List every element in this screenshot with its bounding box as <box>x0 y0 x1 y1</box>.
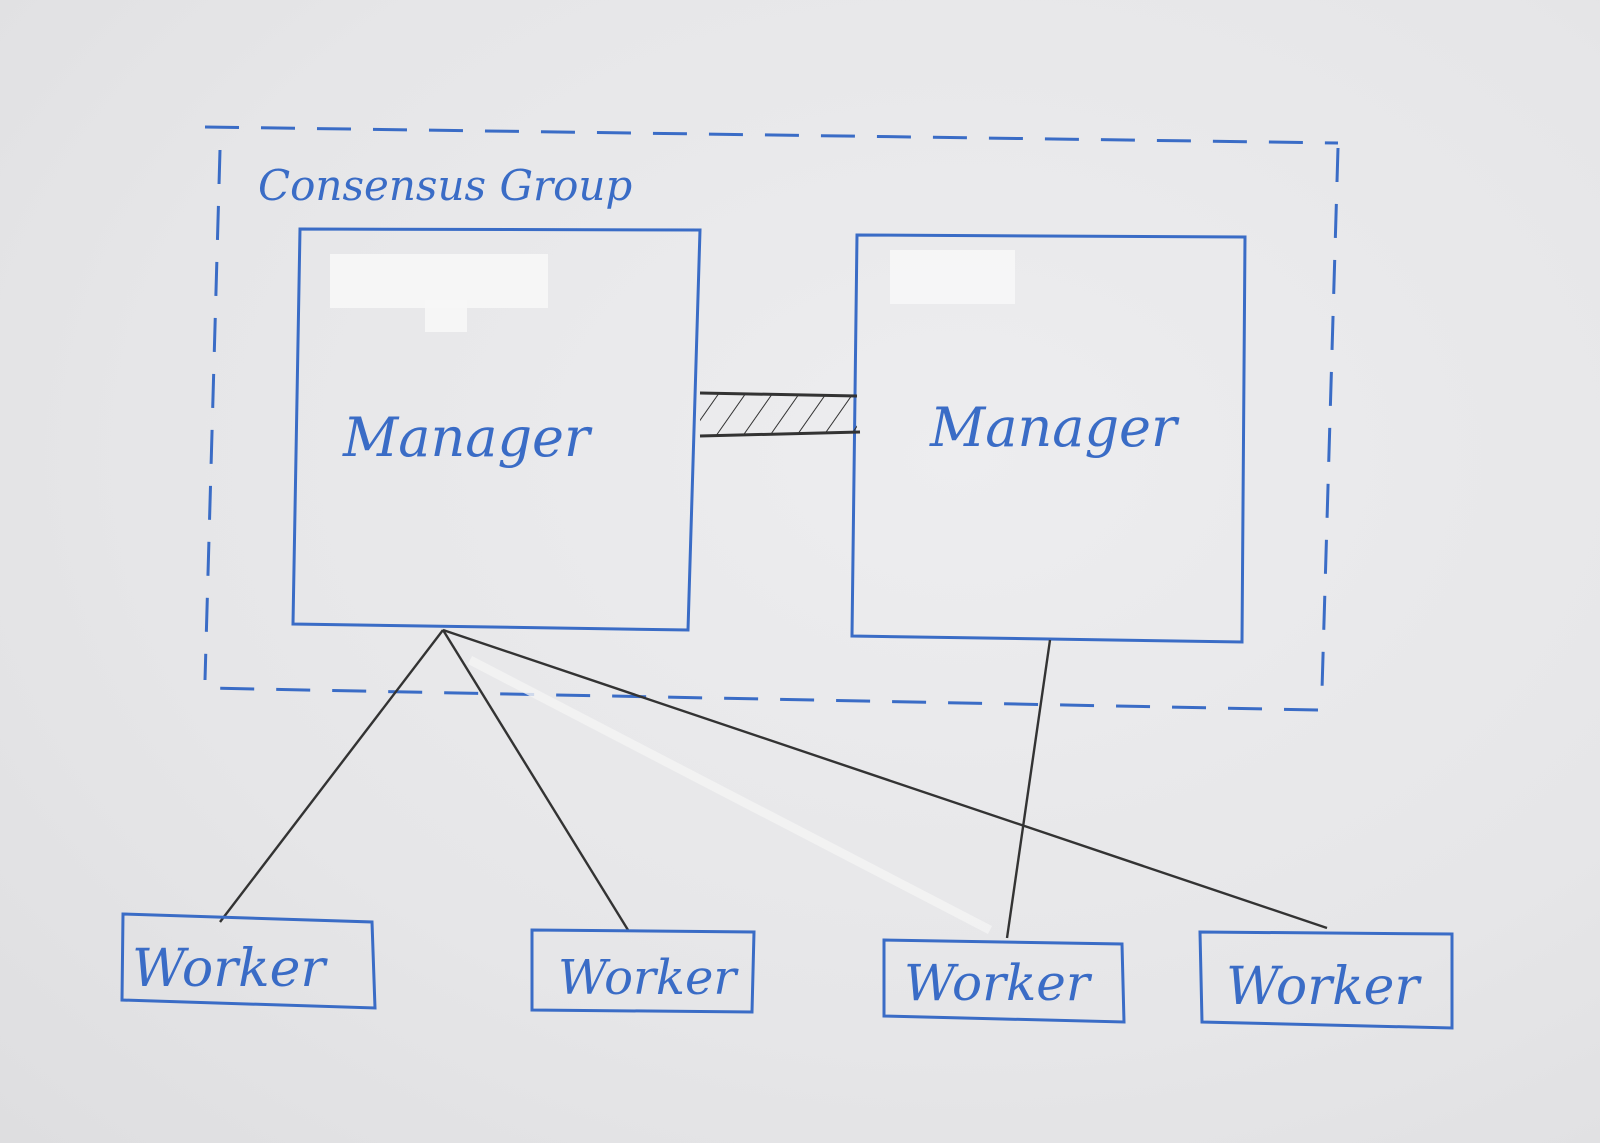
manager-label-left: Manager <box>342 406 593 469</box>
worker-box <box>1198 930 1454 1030</box>
manager-label-right: Manager <box>929 396 1180 459</box>
connection-line <box>442 628 1328 930</box>
consensus-group-label: Consensus Group <box>258 161 632 210</box>
connection-line <box>219 629 444 923</box>
consensus-group-boundary <box>203 125 1340 712</box>
worker-label: Worker <box>1226 957 1422 1017</box>
worker-box <box>530 928 756 1014</box>
connection-line <box>1005 639 1052 939</box>
manager-box-right <box>850 233 1247 644</box>
correction-patch <box>890 250 1015 304</box>
correction-patch <box>330 254 548 308</box>
worker-label: Worker <box>558 950 739 1006</box>
worker-label: Worker <box>904 954 1093 1012</box>
worker-box <box>120 912 377 1010</box>
worker-label: Worker <box>132 939 328 999</box>
correction-patch <box>425 300 467 332</box>
manager-box-left <box>291 227 702 632</box>
connection-line <box>441 629 630 931</box>
erased-line-trace <box>467 656 993 934</box>
manager-link <box>699 391 861 438</box>
worker-box <box>882 938 1126 1024</box>
